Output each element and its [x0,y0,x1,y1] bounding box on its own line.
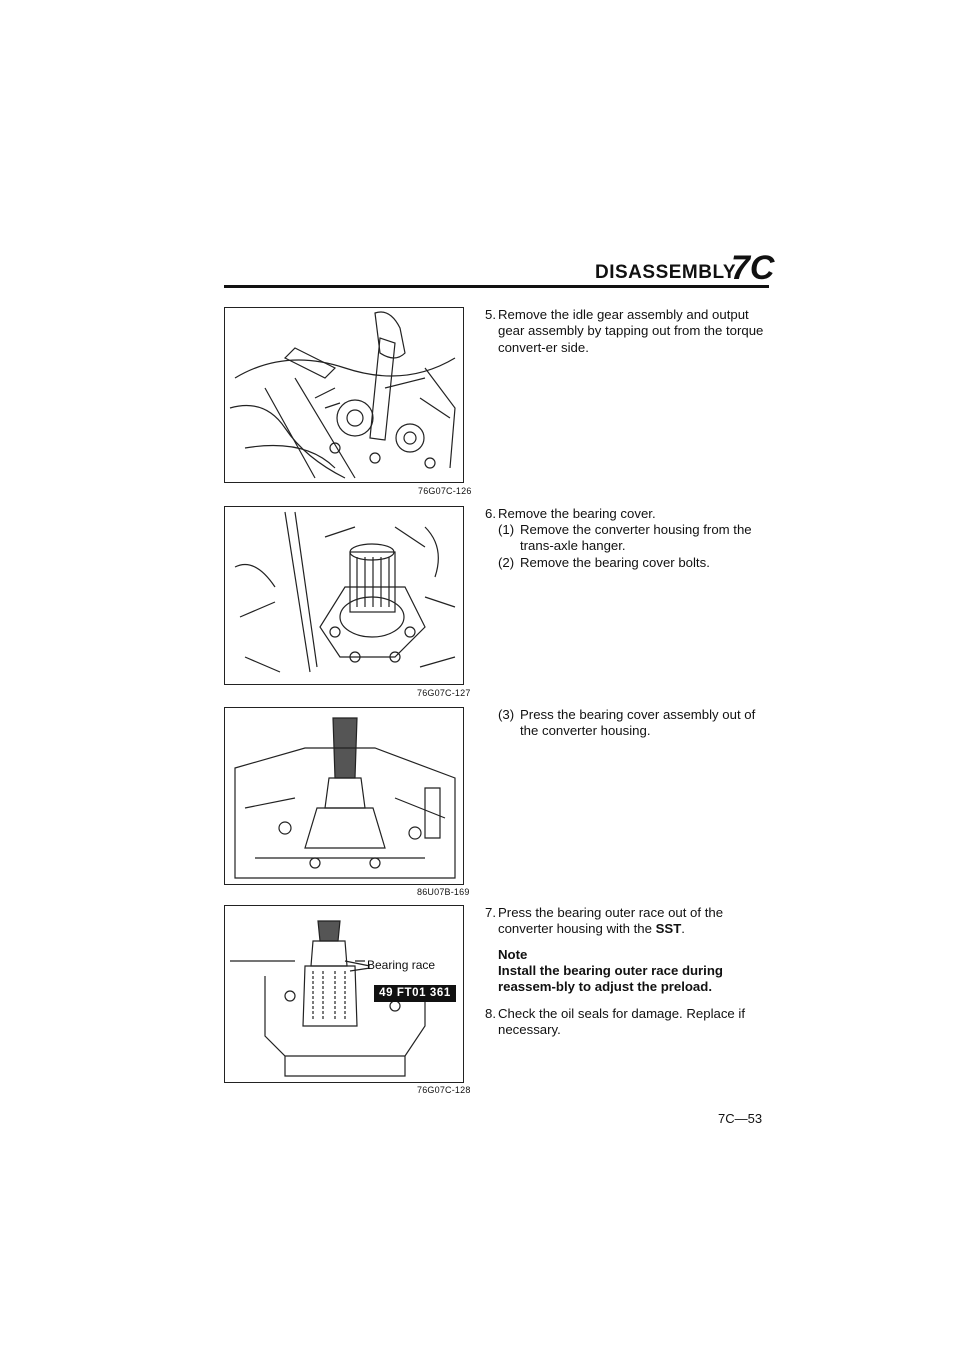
substep-text: Remove the converter housing from the tr… [520,522,752,554]
figure-code: 76G07C-126 [418,486,472,496]
step-number: 8. [485,1006,496,1021]
figure-code: 86U07B-169 [417,887,470,897]
section-title: DISASSEMBLY [595,262,736,283]
step-6-3: (3) Press the bearing cover assembly out… [498,707,767,740]
substep-number: (2) [498,555,515,570]
step-text: Remove the bearing cover. [498,506,656,521]
press-illustration [234,717,456,879]
substep-number: (3) [498,707,515,722]
figure-idle-gear-removal [224,307,464,483]
figure-bearing-cover [224,506,464,685]
step-number: 5. [485,307,496,322]
step-6: 6. Remove the bearing cover. [485,506,767,522]
substep-number: (1) [498,522,515,537]
step-6-1: (1) Remove the converter housing from th… [498,522,767,555]
note-heading: Note [498,947,528,962]
figure-bearing-cover-press [224,707,464,885]
figure-code: 76G07C-128 [417,1085,471,1095]
note-body: Install the bearing outer race during re… [498,963,723,995]
idle-gear-illustration [229,311,456,479]
section-code: 7C [731,249,775,287]
figure-bearing-race-press [224,905,464,1083]
bearing-race-label: Bearing race [367,958,436,972]
step-text: Press the bearing outer race out of the … [498,905,767,938]
sst-abbrev: SST [655,921,682,937]
step-text: Remove the idle gear assembly and output… [498,307,764,355]
step-5: 5. Remove the idle gear assembly and out… [485,307,767,356]
step-text-after: . [681,921,685,937]
sst-number-badge: 49 FT01 361 [374,985,456,1002]
substep-text: Press the bearing cover assembly out of … [520,707,756,739]
step-8: 8. Check the oil seals for damage. Repla… [485,1006,767,1039]
step-6-2: (2) Remove the bearing cover bolts. [498,555,767,571]
header-rule [224,285,769,288]
bearing-race-illustration [230,920,426,1077]
step-text-before: Press the bearing outer race out of the … [498,905,724,937]
step-7: 7. Press the bearing outer race out of t… [485,905,767,938]
step-text: Check the oil seals for damage. Replace … [498,1006,746,1038]
substep-text: Remove the bearing cover bolts. [520,555,710,570]
step-number: 7. [485,905,496,920]
figure-code: 76G07C-127 [417,688,471,698]
step-number: 6. [485,506,496,521]
bearing-cover-illustration [234,511,456,673]
page-number: 7C—53 [718,1111,763,1126]
